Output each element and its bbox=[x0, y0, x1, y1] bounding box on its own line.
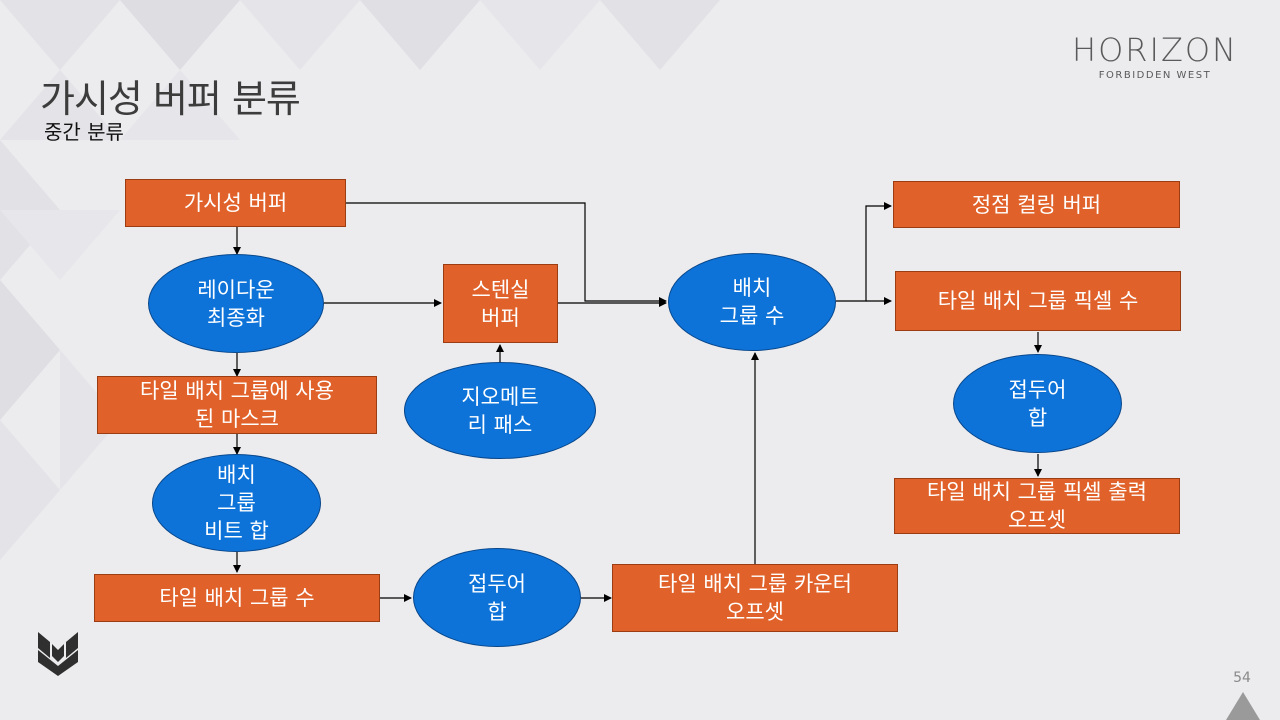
slide-title: 가시성 버퍼 분류 bbox=[40, 77, 301, 121]
guerrilla-logo-icon bbox=[38, 632, 78, 676]
node-raydown-finalize: 레이다운 최종화 bbox=[148, 254, 324, 353]
logo-sub-text: FORBIDDEN WEST bbox=[1098, 70, 1212, 81]
node-prefix-sum-2: 접두어 합 bbox=[953, 354, 1122, 453]
node-tile-batch-group-mask: 타일 배치 그룹에 사용 된 마스크 bbox=[97, 376, 377, 434]
arrow-visbuf-to-batchcount bbox=[346, 202, 667, 305]
node-batch-group-count: 배치 그룹 수 bbox=[668, 253, 836, 351]
page-number: 54 bbox=[1233, 670, 1251, 686]
node-tile-batch-group-pixel-count: 타일 배치 그룹 픽셀 수 bbox=[895, 271, 1181, 331]
horizon-logo: HORIZON FORBIDDEN WEST bbox=[1060, 30, 1250, 92]
node-tile-batch-group-count: 타일 배치 그룹 수 bbox=[94, 574, 380, 622]
corner-triangle-icon bbox=[1226, 692, 1260, 720]
node-tile-batch-group-pixel-output-offset: 타일 배치 그룹 픽셀 출력 오프셋 bbox=[894, 478, 1180, 534]
slide-subtitle: 중간 분류 bbox=[44, 120, 124, 144]
node-batch-group-bit-sum: 배치 그룹 비트 합 bbox=[152, 454, 321, 552]
node-geometry-pass: 지오메트 리 패스 bbox=[404, 362, 596, 459]
node-prefix-sum-1: 접두어 합 bbox=[413, 548, 581, 647]
node-vertex-culling-buffer: 정점 컬링 버퍼 bbox=[893, 181, 1180, 228]
arrow-batchcount-to-vertexculling bbox=[836, 202, 892, 302]
node-tile-batch-group-counter-offset: 타일 배치 그룹 카운터 오프셋 bbox=[612, 564, 898, 632]
node-visibility-buffer: 가시성 버퍼 bbox=[125, 179, 346, 227]
logo-main-text: HORIZON bbox=[1072, 31, 1238, 69]
node-stencil-buffer: 스텐실 버퍼 bbox=[443, 264, 558, 343]
